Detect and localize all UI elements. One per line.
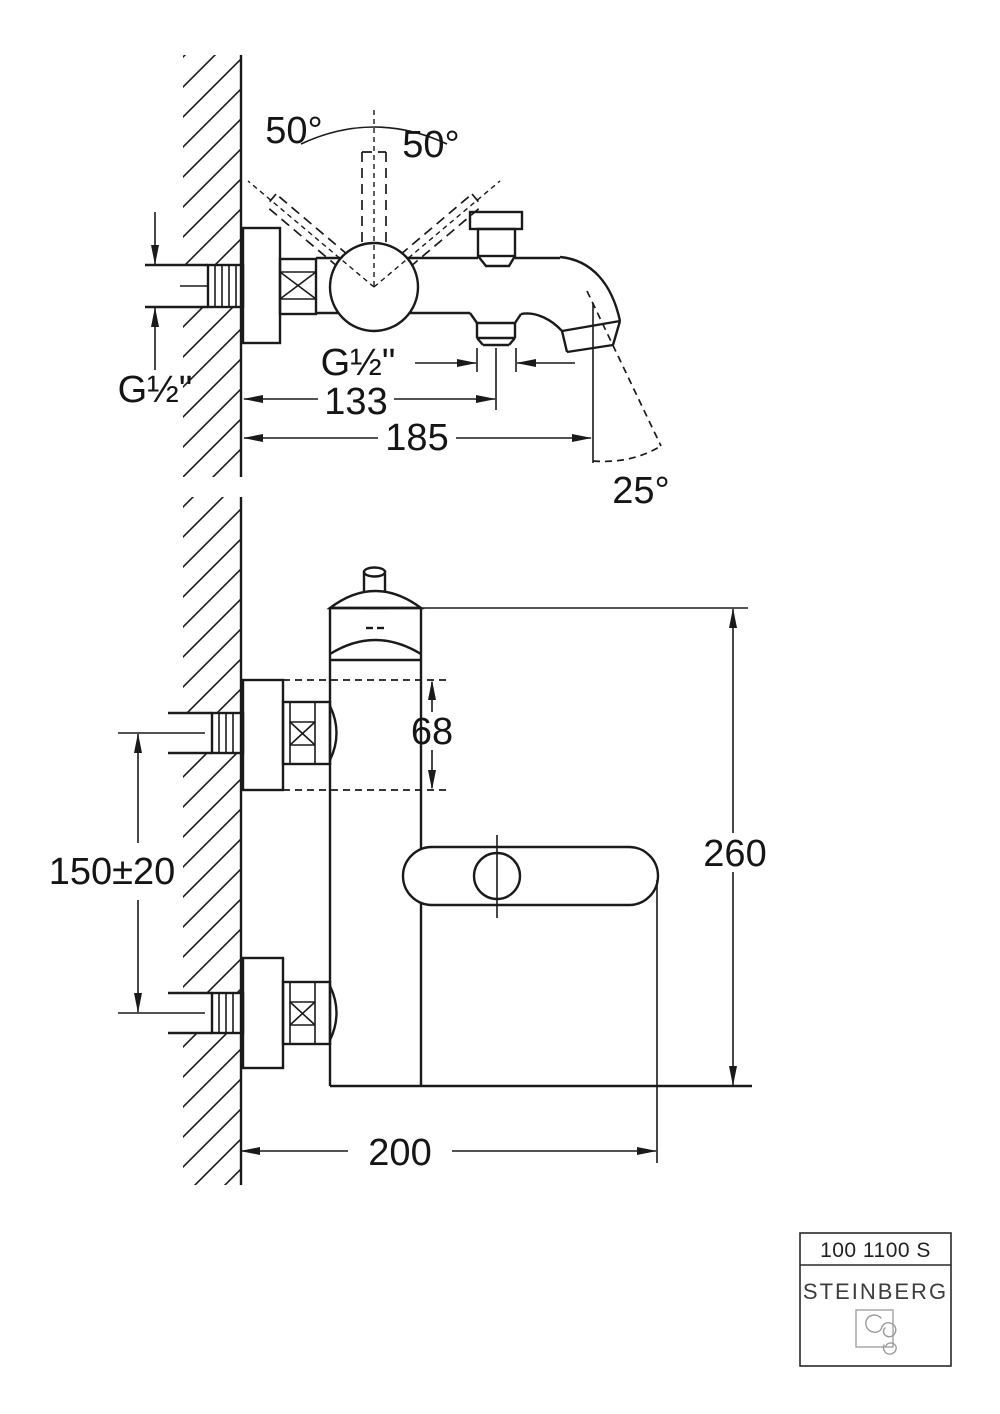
spray-angle-25: 25°	[586, 290, 670, 512]
dimension-260: 260	[421, 607, 767, 1086]
dim-150-label: 150±20	[49, 851, 176, 893]
dimension-150-20: 150±20	[49, 733, 176, 1013]
steinberg-swirl-icon	[855, 1309, 897, 1355]
wall-connection-bottom	[118, 956, 338, 1070]
lever-handle	[401, 835, 660, 918]
handle-positions-dashed	[265, 151, 483, 268]
eccentric-union-top-view	[278, 257, 318, 316]
dimension-133: 133	[243, 348, 497, 423]
handle-swing-angle: 50° 50°	[265, 110, 459, 166]
angle-right-label: 50°	[402, 124, 459, 166]
front-view: 68 150±20 260 200	[49, 497, 767, 1185]
dimension-68: 68	[283, 679, 453, 791]
dim-200-label: 200	[368, 1132, 431, 1174]
brand-name: STEINBERG	[803, 1279, 948, 1304]
dimension-185: 185	[243, 417, 592, 459]
angle-left-label: 50°	[265, 110, 322, 152]
wall-supply-pipe	[145, 263, 245, 309]
handle-centerlines	[247, 110, 501, 288]
dimension-wall-thread: G½"	[118, 212, 193, 411]
spray-angle-label: 25°	[612, 470, 669, 512]
outlet-thread-label: G½"	[321, 342, 396, 384]
dim-260-label: 260	[703, 833, 766, 875]
shower-outlet-connection	[468, 210, 524, 268]
title-block: 100 1100 S STEINBERG	[799, 1232, 952, 1367]
dimension-200: 200	[240, 880, 658, 1174]
dim-185-label: 185	[385, 417, 448, 459]
dim-68-label: 68	[411, 711, 453, 753]
dimension-outlet-thread: G½"	[321, 342, 575, 384]
wall-section-front-view	[165, 497, 243, 1185]
diverter-knob	[326, 566, 425, 662]
wall-connection-top	[118, 678, 338, 792]
model-number: 100 1100 S	[820, 1239, 931, 1262]
top-view: G½"	[118, 55, 670, 512]
handshower-outlet-nut	[475, 321, 517, 347]
spout	[520, 255, 622, 354]
wall-flange-top-view	[241, 226, 282, 345]
dim-133-label: 133	[324, 381, 387, 423]
wall-thread-label: G½"	[118, 369, 193, 411]
